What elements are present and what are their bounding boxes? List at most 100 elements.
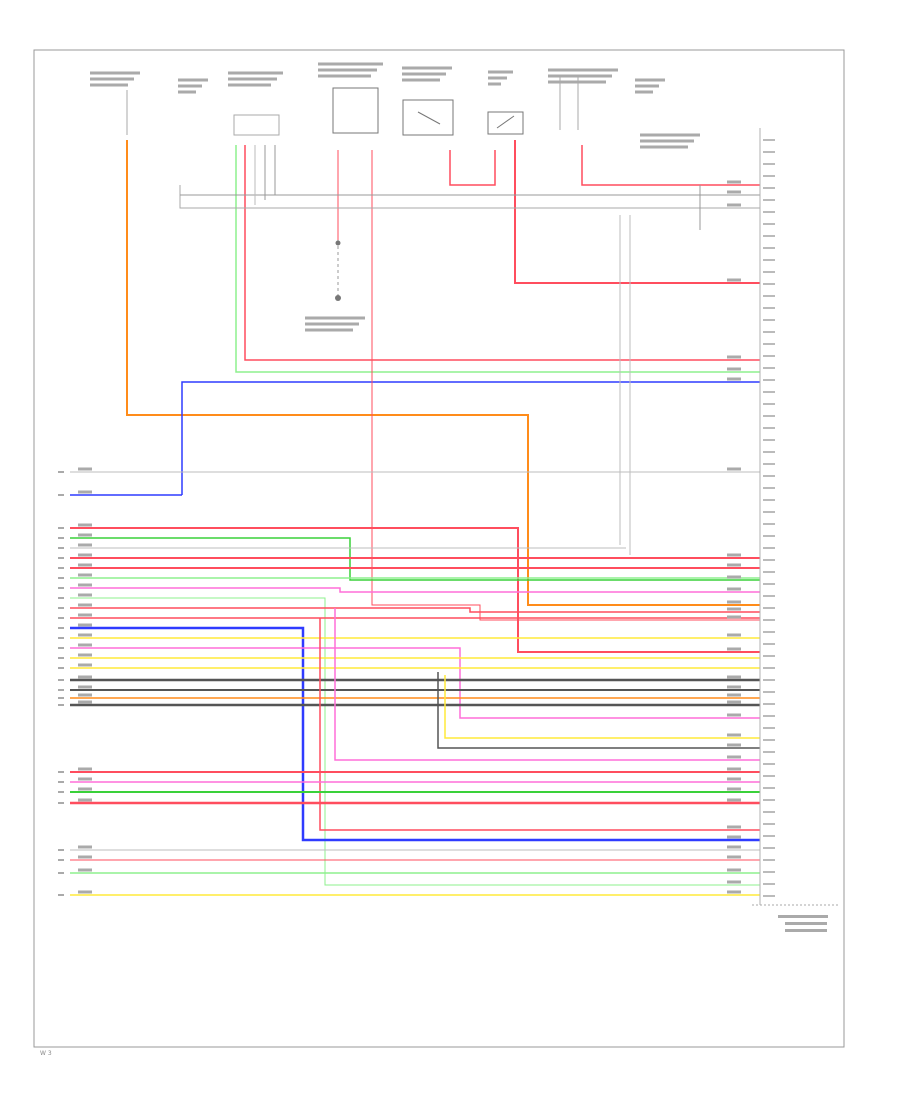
relay-switch-icon [487, 111, 524, 135]
component-caption-mark [228, 83, 271, 87]
pin-number-mark [58, 597, 64, 599]
component-caption-mark [90, 71, 140, 75]
pin-label-mark [763, 667, 775, 669]
wire-color-code-mark [727, 845, 741, 849]
wire-color-code-mark [78, 868, 92, 872]
wire-red [514, 140, 760, 284]
component-caption-mark [178, 78, 208, 82]
pin-number-mark [58, 802, 64, 804]
component-caption-mark [305, 316, 365, 320]
component-caption-mark [635, 90, 653, 94]
wire-color-code-mark [78, 890, 92, 894]
component-caption-mark [635, 84, 659, 88]
wire-red [70, 527, 760, 653]
wire-green [70, 597, 760, 886]
pin-label-mark [763, 283, 775, 285]
sensor-element [417, 111, 441, 125]
wire-color-code-mark [727, 868, 741, 872]
module-box-icon [332, 87, 379, 134]
wire-color-code-mark [727, 855, 741, 859]
wire-color-code-mark [727, 713, 741, 717]
switch-blade [496, 115, 515, 129]
wire-color-code-mark [78, 663, 92, 667]
pin-label-mark [763, 727, 775, 729]
pin-label-mark [763, 607, 775, 609]
page-code: W 3 [40, 1050, 52, 1057]
pin-label-mark [763, 343, 775, 345]
wire-color-code-mark [78, 633, 92, 637]
pin-label-mark [763, 499, 775, 501]
wire-color-code-mark [727, 203, 741, 207]
pin-label-mark [763, 331, 775, 333]
wire-color-code-mark [78, 700, 92, 704]
wire-red [70, 607, 760, 613]
wire-color-code-mark [78, 777, 92, 781]
wire-red [244, 145, 760, 361]
wire-color-code-mark [78, 467, 92, 471]
wire-color-code-mark [727, 190, 741, 194]
wire-red [581, 145, 760, 186]
wire-color-code-mark [78, 573, 92, 577]
wire-color-code-mark [78, 855, 92, 859]
pin-label-mark [763, 691, 775, 693]
pin-label-mark [763, 775, 775, 777]
pin-label-mark [763, 295, 775, 297]
pin-number-mark [58, 587, 64, 589]
wire-color-code-mark [727, 880, 741, 884]
wire-red [371, 150, 760, 621]
wire-color-code-mark [78, 533, 92, 537]
wire-color-code-mark [727, 835, 741, 839]
pin-label-mark [763, 247, 775, 249]
component-caption-mark [228, 71, 283, 75]
wire-color-code-mark [727, 367, 741, 371]
pin-label-mark [763, 835, 775, 837]
wire-color-code-mark [727, 675, 741, 679]
pin-label-mark [763, 199, 775, 201]
pin-label-mark [763, 847, 775, 849]
wire-color-code-mark [727, 587, 741, 591]
component-caption-mark [640, 145, 688, 149]
wire-layer [70, 140, 760, 896]
wire-color-code-mark [78, 613, 92, 617]
pin-number-mark [58, 627, 64, 629]
wire-color-code-mark [727, 777, 741, 781]
pin-label-mark [763, 403, 775, 405]
wire-color-code-mark [727, 180, 741, 184]
pin-label-mark [763, 703, 775, 705]
component-caption-mark [90, 77, 134, 81]
component-caption-mark [548, 68, 618, 72]
wire-color-code-mark [78, 675, 92, 679]
component-caption-mark [402, 66, 452, 70]
pin-label-mark [763, 787, 775, 789]
connector-block [233, 114, 280, 136]
wire-color-code-mark [727, 890, 741, 894]
wire-color-code-mark [78, 583, 92, 587]
wire-color-code-mark [78, 643, 92, 647]
component-caption-mark [402, 78, 440, 82]
wire-pink [70, 647, 760, 719]
component-caption-mark [305, 328, 353, 332]
wire-color-code-mark [78, 603, 92, 607]
pin-label-mark [763, 271, 775, 273]
wire-color-code-mark [727, 600, 741, 604]
pin-number-mark [58, 577, 64, 579]
wire-red [449, 150, 496, 186]
pin-number-mark [58, 647, 64, 649]
wire-color-code-mark [727, 733, 741, 737]
pin-label-mark [763, 367, 775, 369]
wire-color-code-mark [727, 743, 741, 747]
component-caption-mark [305, 322, 359, 326]
module-name-mark [785, 929, 827, 932]
component-caption-mark [488, 76, 507, 80]
wire-color-code-mark [727, 685, 741, 689]
component-caption-mark [318, 68, 377, 72]
wire-blue [181, 381, 760, 495]
pin-label-mark [763, 631, 775, 633]
pin-number-mark [58, 697, 64, 699]
pin-label-mark [763, 139, 775, 141]
wire-color-code-mark [727, 825, 741, 829]
wire-color-code-mark [727, 798, 741, 802]
pin-label-mark [763, 439, 775, 441]
pin-label-mark [763, 259, 775, 261]
component-caption-mark [640, 139, 694, 143]
